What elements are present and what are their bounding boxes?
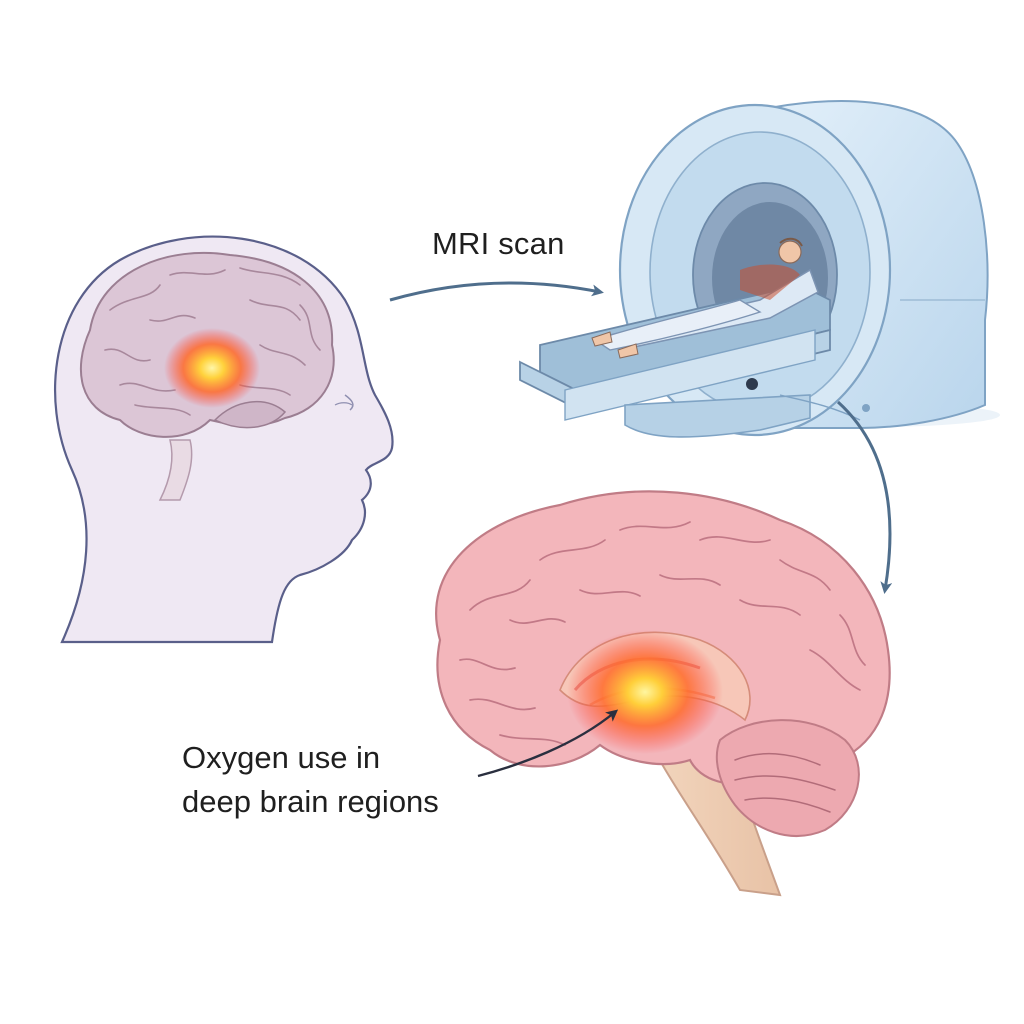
arrow-icon	[389, 281, 604, 302]
brain-icon	[79, 251, 335, 501]
oxygen-use-label: Oxygen use in deep brain regions	[182, 736, 439, 824]
patient-icon	[591, 237, 819, 359]
oxygen-label-line-1: Oxygen use in	[182, 740, 381, 775]
arrow-icon	[836, 400, 893, 594]
oxygen-label-line-2: deep brain regions	[182, 784, 439, 819]
mri-scan-label: MRI scan	[432, 226, 565, 261]
brain-icon	[435, 490, 891, 897]
hotspot-glow-icon	[567, 630, 723, 754]
arrow-icon	[477, 709, 619, 778]
hotspot-glow-icon	[164, 328, 260, 408]
